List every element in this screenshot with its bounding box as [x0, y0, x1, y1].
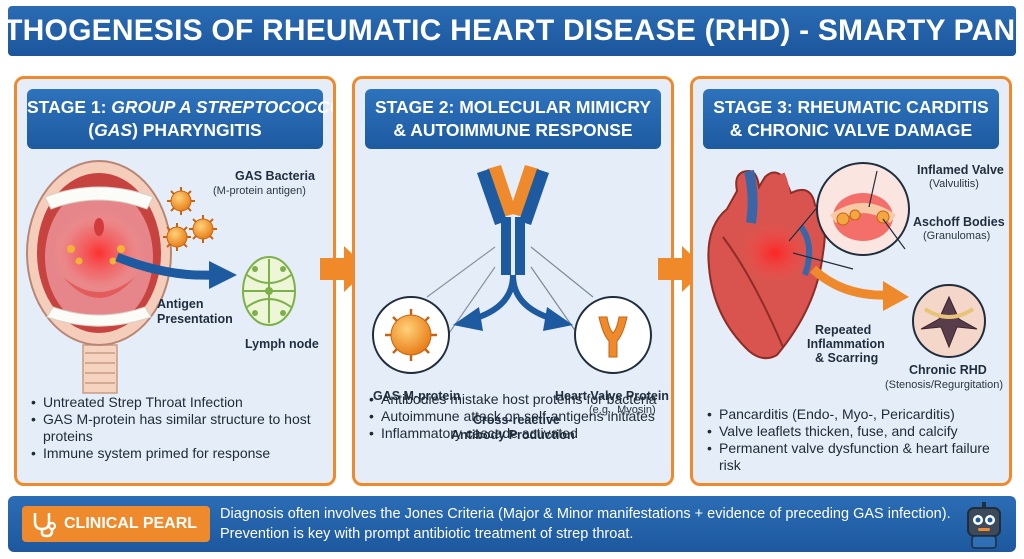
page-title: PATHOGENESIS OF RHEUMATIC HEART DISEASE … [0, 14, 1024, 47]
inflamed-valve-label: Inflamed Valve [917, 163, 1004, 177]
lymph-node-label: Lymph node [245, 337, 319, 351]
stage3-bullet: Permanent valve dysfunction & heart fail… [707, 440, 1003, 474]
clinical-pearl-line2: Prevention is key with prompt antibiotic… [220, 526, 634, 542]
stage1-bullet-list: Untreated Strep Throat Infection GAS M-p… [31, 394, 327, 462]
stage1-header-line1: STAGE 1: GROUP A STREPTOCOCCUS [27, 96, 333, 119]
stage1-header-italic: GROUP A STREPTOCOCCUS [111, 97, 336, 117]
gas-bacteria-sublabel: (M-protein antigen) [213, 185, 306, 197]
stage1-bullet: Untreated Strep Throat Infection [31, 394, 327, 411]
stage2-bullet: Antibodies mistake host proteins for bac… [369, 391, 665, 408]
chronic-rhd-label: Chronic RHD [909, 363, 987, 377]
left-cone [426, 246, 496, 340]
heart-icon [707, 169, 826, 360]
neck-trachea [82, 344, 118, 394]
stage1-header-open: ( [88, 120, 95, 140]
tonsil-infection-dots [67, 245, 125, 265]
inflammation-label: Inflammation [807, 337, 885, 351]
stage3-panel: STAGE 3: RHEUMATIC CARDITIS & CHRONIC VA… [690, 76, 1012, 486]
stage2-header-line2: & AUTOIMMUNE RESPONSE [393, 120, 633, 140]
stethoscope-icon [33, 513, 57, 538]
clinical-pearl-badge: CLINICAL PEARL [22, 506, 210, 542]
stage3-illustration: Inflamed Valve (Valvulitis) Aschoff Bodi… [693, 157, 1009, 397]
granulomas-label: (Granulomas) [923, 230, 991, 242]
stage3-bullet-list: Pancarditis (Endo-, Myo-, Pericarditis) … [707, 406, 1003, 474]
right-cone [530, 246, 594, 340]
stage2-svg [372, 165, 652, 374]
stage1-header-close: ) PHARYNGITIS [132, 120, 262, 140]
antigen-label: Antigen [157, 297, 204, 311]
stage1-header: STAGE 1: GROUP A STREPTOCOCCUS (GAS) PHA… [27, 89, 333, 149]
stage2-header-line1: STAGE 2: MOLECULAR MIMICRY [374, 97, 652, 117]
stage3-header-line1: STAGE 3: RHEUMATIC CARDITIS [713, 97, 989, 117]
lymph-node-icon [242, 256, 296, 326]
stage2-illustration: GAS M-protein Heart Valve Protein (e.g.,… [355, 157, 671, 442]
clinical-pearl-title: CLINICAL PEARL [64, 515, 198, 532]
stage2-panel: STAGE 2: MOLECULAR MIMICRY & AUTOIMMUNE … [352, 76, 674, 486]
heart-valve-protein-icon [574, 296, 652, 374]
gas-bacteria-icon [163, 187, 217, 251]
stage1-header-prefix: STAGE 1: [27, 97, 112, 117]
stage3-header-line2: & CHRONIC VALVE DAMAGE [729, 120, 973, 140]
gas-mprotein-icon [372, 296, 450, 374]
repeated-label: Repeated [815, 323, 872, 337]
stage3-bullet: Valve leaflets thicken, fuse, and calcif… [707, 423, 1003, 440]
stage1-bullet: Immune system primed for response [31, 445, 327, 462]
stage2-bullet: Inflammatory cascade activated [369, 425, 665, 442]
open-mouth-icon [26, 160, 172, 346]
stage3-header: STAGE 3: RHEUMATIC CARDITIS & CHRONIC VA… [703, 89, 999, 149]
stage1-illustration: GAS Bacteria (M-protein antigen) Antigen… [17, 157, 333, 397]
stage3-bullet: Pancarditis (Endo-, Myo-, Pericarditis) [707, 406, 1003, 423]
stage1-svg [26, 160, 296, 394]
chronic-valve-icon [912, 284, 986, 358]
antibody-icon [477, 165, 549, 275]
clinical-pearl-line1: Diagnosis often involves the Jones Crite… [220, 506, 951, 522]
stage1-header-line2: (GAS) PHARYNGITIS [27, 119, 323, 142]
progression-arrow-icon [809, 265, 909, 311]
presentation-label: Presentation [157, 312, 233, 326]
stage3-svg [707, 162, 986, 360]
stage1-panel: STAGE 1: GROUP A STREPTOCOCCUS (GAS) PHA… [14, 76, 336, 486]
clinical-pearl-text: Diagnosis often involves the Jones Crite… [220, 504, 951, 544]
title-bar: PATHOGENESIS OF RHEUMATIC HEART DISEASE … [0, 6, 1024, 56]
aschoff-bodies-label: Aschoff Bodies [913, 215, 1005, 229]
scarring-label: & Scarring [815, 351, 879, 365]
stage2-bullet: Autoimmune attack on self-antigens initi… [369, 408, 665, 425]
inflamed-valve-icon [816, 162, 910, 256]
stage1-bullet: GAS M-protein has similar structure to h… [31, 411, 327, 445]
valvulitis-label: (Valvulitis) [929, 178, 979, 190]
clinical-pearl-bar: CLINICAL PEARL Diagnosis often involves … [8, 496, 1016, 552]
stenosis-label: (Stenosis/Regurgitation) [885, 379, 1004, 391]
stage2-bullet-list: Antibodies mistake host proteins for bac… [369, 391, 665, 442]
stage1-header-gas: GAS [94, 120, 133, 140]
antigen-arrow-icon [115, 252, 237, 289]
cross-reactive-arrows-icon [453, 274, 573, 331]
gas-bacteria-label: GAS Bacteria [235, 169, 315, 183]
stage2-header: STAGE 2: MOLECULAR MIMICRY & AUTOIMMUNE … [365, 89, 661, 149]
robot-mascot-icon [967, 502, 1001, 549]
